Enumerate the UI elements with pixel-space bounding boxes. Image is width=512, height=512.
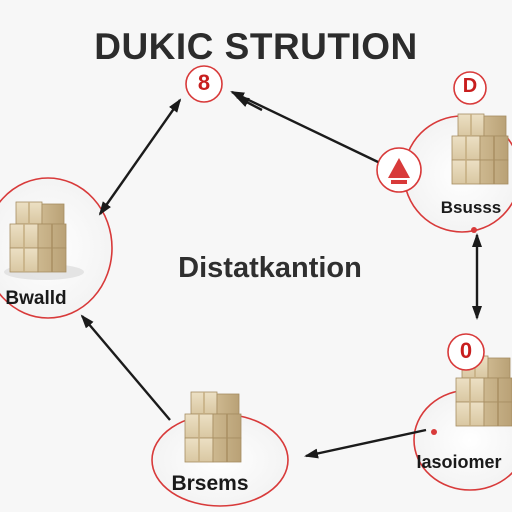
- badge-bottom-right-text: 0: [459, 338, 473, 363]
- diagram-title: DUKIC STRUTION: [94, 26, 418, 67]
- node-bottom-right-label: Iasoiomer: [416, 452, 502, 472]
- center-label: Distatkantion: [178, 252, 362, 284]
- cardboard-boxes-icon: [451, 113, 509, 185]
- node-left-label: Bwalld: [5, 288, 67, 309]
- warning-triangle-icon: [376, 147, 422, 193]
- badge-bottom-right: [447, 333, 485, 371]
- node-left: [0, 177, 113, 319]
- badge-right: [453, 71, 487, 105]
- node-bottom-right: [413, 355, 512, 491]
- flow-arrows: [80, 90, 482, 459]
- badge-top: [185, 65, 223, 103]
- badge-right-text: D: [462, 75, 478, 97]
- cardboard-boxes-icon: [9, 201, 67, 273]
- node-right-label: Bsusss: [440, 198, 502, 217]
- cardboard-boxes-icon: [184, 391, 242, 463]
- badge-top-text: 8: [197, 70, 211, 95]
- node-bottom: [151, 391, 289, 507]
- node-bottom-label: Brsems: [171, 472, 249, 495]
